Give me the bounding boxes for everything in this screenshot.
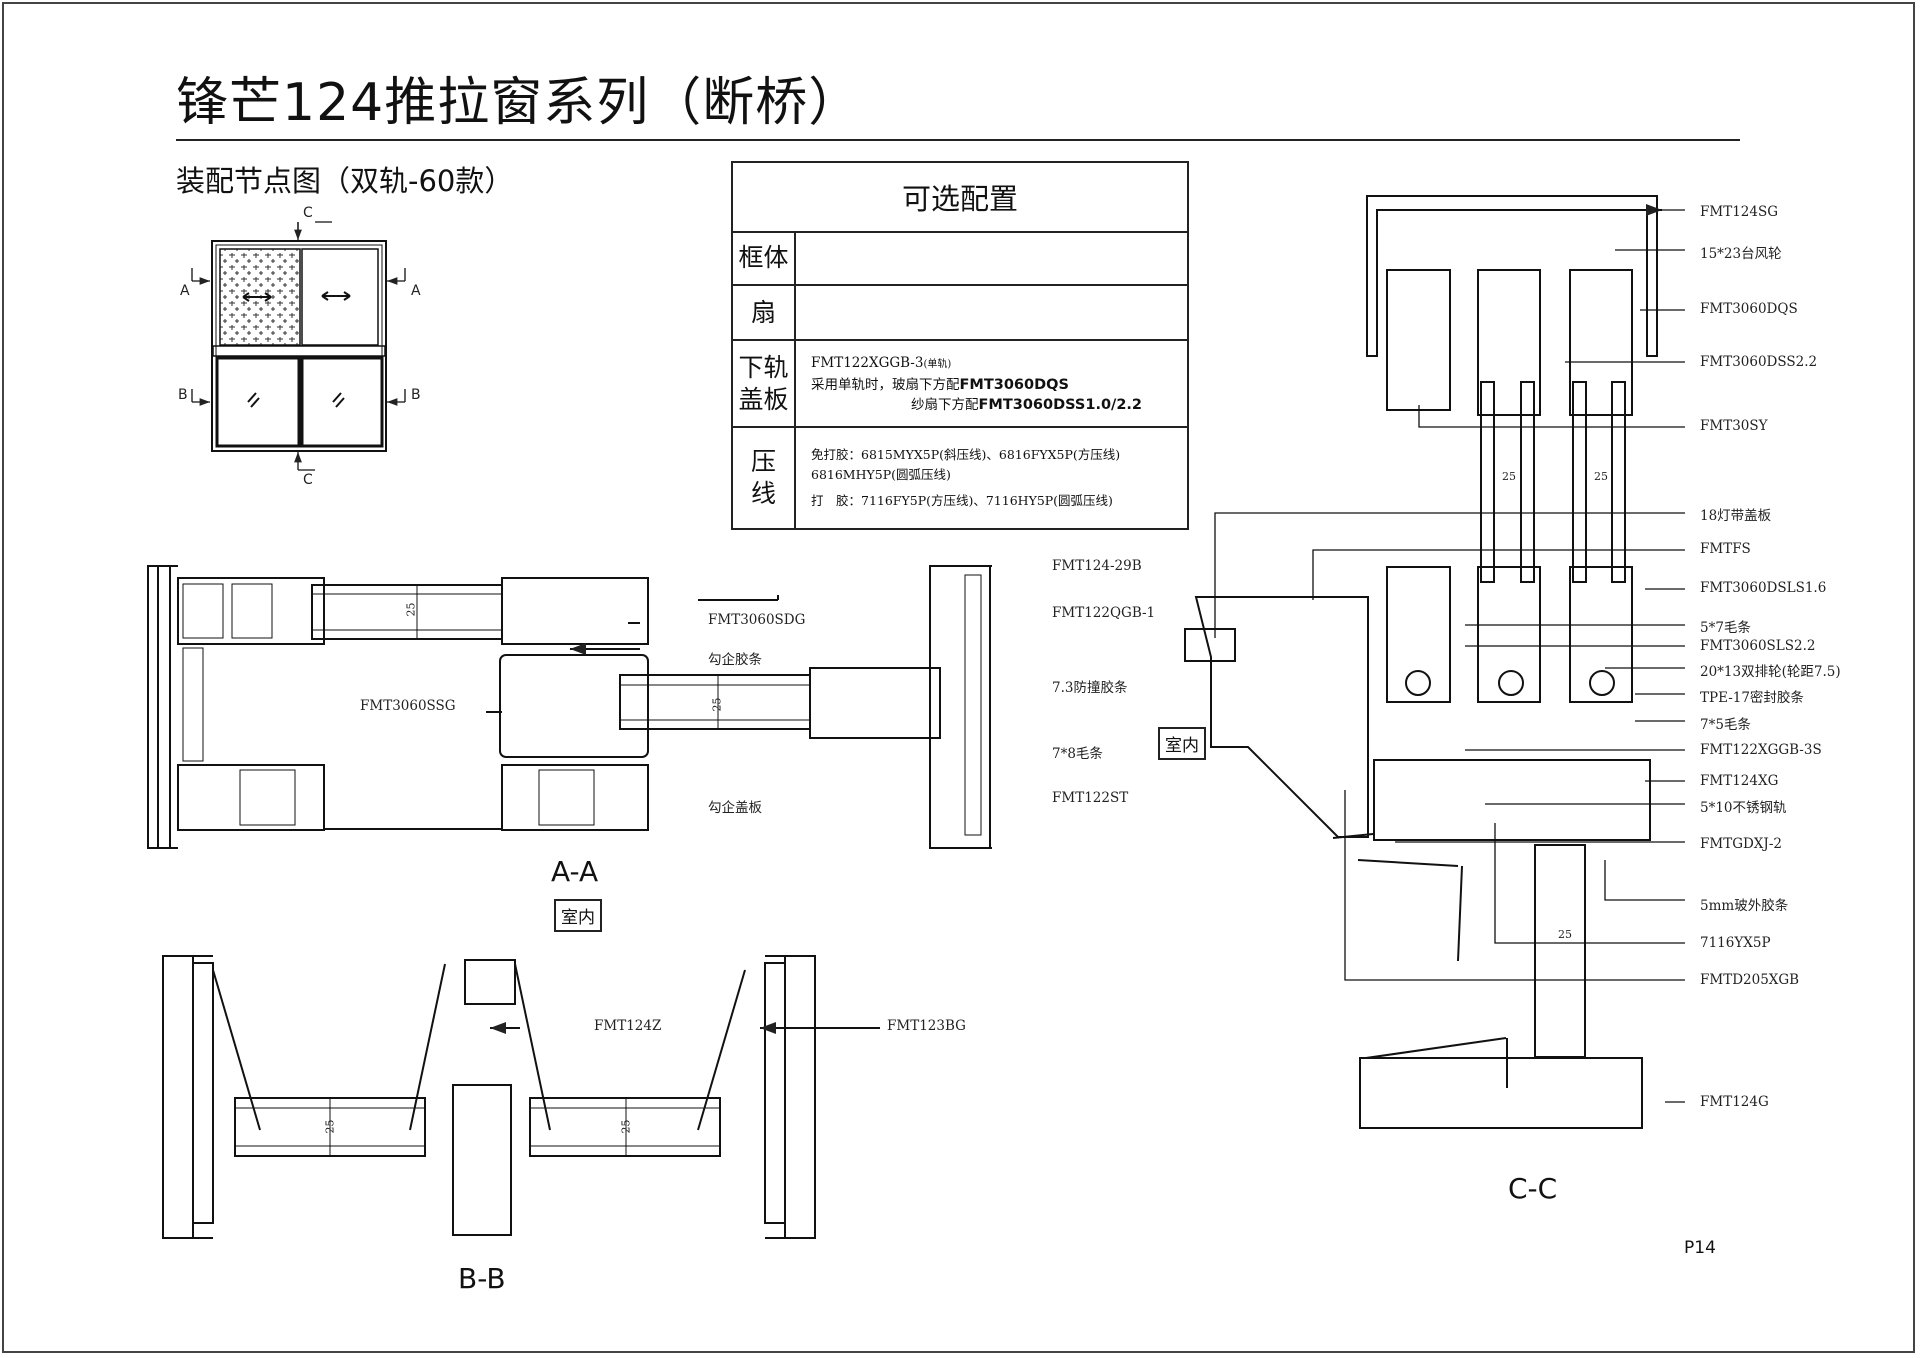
config-text: 纱扇下方配 bbox=[911, 396, 979, 413]
glass-mark-icon bbox=[332, 392, 345, 408]
glass-dimension: 25 bbox=[1558, 928, 1572, 941]
callout-label: 7*5毛条 bbox=[1700, 717, 1751, 733]
page-number: P14 bbox=[1684, 1238, 1716, 1258]
glass-dimension: 25 bbox=[619, 1119, 633, 1134]
section-mark-b: B bbox=[411, 387, 421, 403]
glass-dimension: 25 bbox=[323, 1119, 337, 1134]
callout-label: FMT3060DQS bbox=[1700, 301, 1798, 317]
callout-label: 20*13双排轮(轮距7.5) bbox=[1700, 664, 1841, 680]
glass-sash-upper bbox=[301, 248, 379, 346]
section-cc-drawing bbox=[1184, 195, 1685, 1129]
callout-label: FMT3060SSG bbox=[360, 698, 456, 714]
config-table: 可选配置 框体 扇 下轨盖板 FMT122XGGB-3(单轨) 采用单轨时，玻扇… bbox=[731, 161, 1189, 530]
callout-label: 7.3防撞胶条 bbox=[1052, 680, 1128, 696]
section-mark-c: C bbox=[303, 472, 313, 488]
config-row-label: 扇 bbox=[733, 286, 796, 339]
glass-panel-left bbox=[215, 356, 301, 448]
callout-label: FMT3060SDG bbox=[708, 612, 806, 628]
config-row-track-cover: 下轨盖板 FMT122XGGB-3(单轨) 采用单轨时，玻扇下方配FMT3060… bbox=[733, 341, 1187, 428]
indoor-label: 室内 bbox=[554, 899, 602, 932]
config-row-value: 免打胶：6815MYX5P(斜压线)、6816FYX5P(方压线) 6816MH… bbox=[811, 428, 1181, 528]
section-mark-a: A bbox=[180, 283, 190, 299]
callout-label: TPE-17密封胶条 bbox=[1700, 690, 1804, 706]
glass-dimension: 25 bbox=[1502, 470, 1516, 483]
callout-label: FMT124XG bbox=[1700, 773, 1779, 789]
config-text: 采用单轨时，玻扇下方配 bbox=[811, 376, 960, 393]
callout-label: FMT123BG bbox=[887, 1018, 966, 1034]
indoor-label: 室内 bbox=[1158, 727, 1206, 760]
config-table-header: 可选配置 bbox=[733, 163, 1187, 233]
section-title-aa: A-A bbox=[551, 855, 599, 888]
config-row-label: 压线 bbox=[733, 428, 796, 528]
callout-label: FMT124SG bbox=[1700, 204, 1778, 220]
config-row-sash: 扇 bbox=[733, 286, 1187, 341]
config-row-frame: 框体 bbox=[733, 231, 1187, 286]
callout-label: FMT122QGB-1 bbox=[1052, 605, 1156, 621]
callout-label: 7*8毛条 bbox=[1052, 746, 1103, 762]
config-row-value: FMT122XGGB-3(单轨) 采用单轨时，玻扇下方配FMT3060DQS 纱… bbox=[811, 341, 1181, 426]
glass-dimension: 25 bbox=[1594, 470, 1608, 483]
glass-panel-right bbox=[300, 356, 384, 448]
section-bb-drawing bbox=[162, 955, 880, 1239]
config-text: FMT122XGGB-3 bbox=[811, 354, 924, 371]
config-row-label: 下轨盖板 bbox=[733, 341, 796, 426]
callout-label: 5*10不锈钢轨 bbox=[1700, 800, 1787, 816]
config-row-label: 框体 bbox=[733, 231, 796, 284]
callout-label: FMT124G bbox=[1700, 1094, 1769, 1110]
callout-label: FMT3060DSLS1.6 bbox=[1700, 580, 1827, 596]
callout-label: FMT122XGGB-3S bbox=[1700, 742, 1822, 758]
callout-label: FMT124Z bbox=[594, 1018, 662, 1034]
callout-label: 18灯带盖板 bbox=[1700, 508, 1772, 524]
section-title-cc: C-C bbox=[1508, 1172, 1558, 1205]
config-part-code: FMT3060DSS1.0/2.2 bbox=[978, 396, 1143, 413]
callout-label: FMT122ST bbox=[1052, 790, 1129, 806]
glass-dimension: 25 bbox=[404, 602, 418, 617]
section-mark-a: A bbox=[411, 283, 421, 299]
glass-mark-icon bbox=[247, 392, 260, 408]
section-mark-b: B bbox=[178, 387, 188, 403]
config-text: 打 胶：7116FY5P(方压线)、7116HY5P(圆弧压线) bbox=[811, 493, 1113, 508]
config-part-code: FMT3060DQS bbox=[959, 376, 1069, 393]
page-title: 锋芒124推拉窗系列（断桥） bbox=[176, 73, 862, 133]
callout-label: 5*7毛条 bbox=[1700, 620, 1751, 636]
slide-arrow-icon bbox=[321, 291, 351, 301]
callout-label: FMT124-29B bbox=[1052, 558, 1142, 574]
config-text: 6816MHY5P(圆弧压线) bbox=[811, 467, 951, 482]
callout-label: FMT3060DSS2.2 bbox=[1700, 354, 1818, 370]
config-text: 免打胶：6815MYX5P(斜压线)、6816FYX5P(方压线) bbox=[811, 447, 1121, 462]
window-thumbnail bbox=[191, 221, 406, 471]
callout-label: 15*23台风轮 bbox=[1700, 246, 1782, 262]
callout-label: FMT30SY bbox=[1700, 418, 1768, 434]
config-note: (单轨) bbox=[923, 358, 952, 370]
title-divider bbox=[176, 139, 1740, 141]
callout-label: FMTGDXJ-2 bbox=[1700, 836, 1782, 852]
page-subtitle: 装配节点图（双轨-60款） bbox=[176, 164, 514, 198]
callout-label: FMTFS bbox=[1700, 541, 1751, 557]
slide-arrow-icon bbox=[242, 292, 272, 302]
section-mark-c: C bbox=[303, 205, 313, 221]
callout-label: 5mm玻外胶条 bbox=[1700, 898, 1789, 914]
section-title-bb: B-B bbox=[458, 1262, 506, 1295]
config-row-bead: 压线 免打胶：6815MYX5P(斜压线)、6816FYX5P(方压线) 681… bbox=[733, 428, 1187, 528]
callout-label: 7116YX5P bbox=[1700, 935, 1771, 951]
callout-label: FMT3060SLS2.2 bbox=[1700, 638, 1816, 654]
callout-label: 勾企盖板 bbox=[708, 800, 762, 816]
transom bbox=[212, 345, 386, 357]
callout-label: 勾企胶条 bbox=[708, 652, 762, 668]
glass-dimension: 25 bbox=[710, 697, 724, 712]
section-aa-drawing bbox=[147, 565, 992, 849]
callout-label: FMTD205XGB bbox=[1700, 972, 1800, 988]
